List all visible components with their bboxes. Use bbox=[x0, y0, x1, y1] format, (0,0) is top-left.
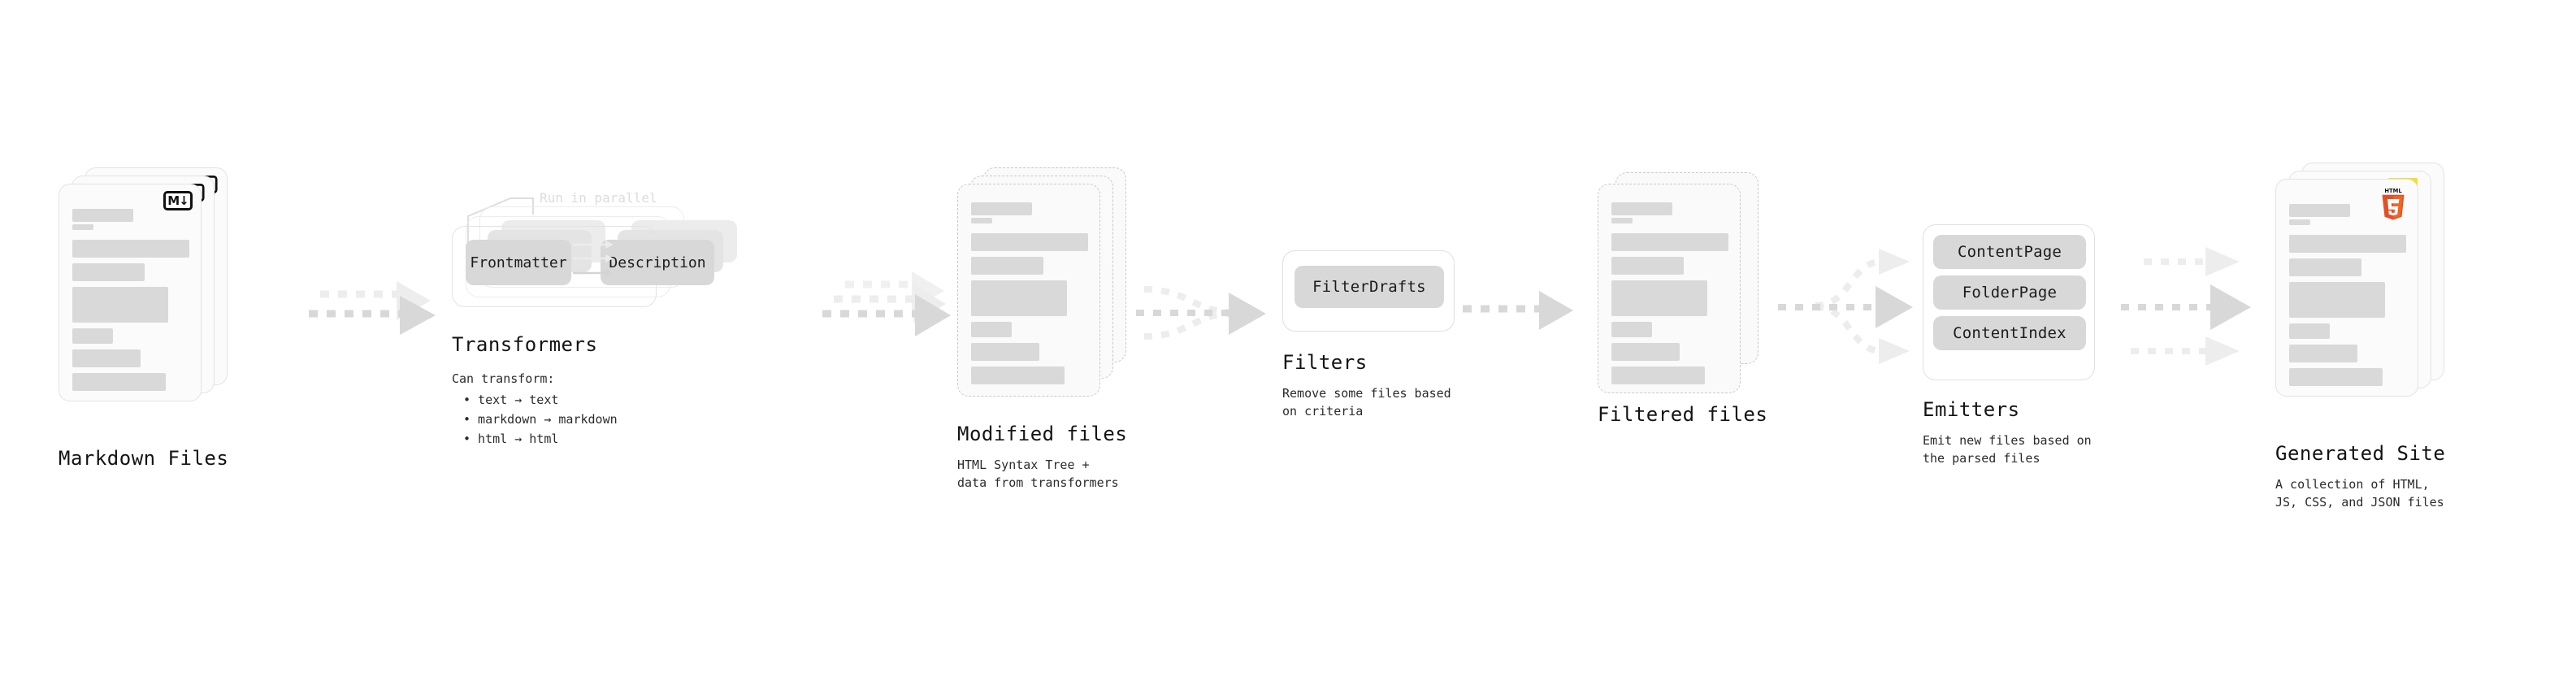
stage-filters: FilterDrafts Filters Remove some files b… bbox=[1282, 250, 1455, 421]
content-line bbox=[1611, 280, 1708, 316]
document-content-lines bbox=[971, 202, 1088, 390]
content-line bbox=[1611, 322, 1653, 337]
stage-subtitle: Emit new files based on the parsed files bbox=[1923, 433, 2092, 466]
content-line bbox=[2289, 368, 2383, 386]
content-line bbox=[2289, 323, 2331, 339]
markdown-icon: M↓ bbox=[163, 191, 193, 210]
document-card-front: M↓ bbox=[59, 184, 202, 401]
markdown-file-stack: M↓ M↓ M↓ bbox=[59, 167, 231, 427]
page-title: Markdown Files bbox=[59, 447, 229, 470]
svg-text:HTML: HTML bbox=[2384, 188, 2402, 194]
content-line bbox=[971, 343, 1039, 361]
transformer-chip-frontmatter[interactable]: Frontmatter bbox=[466, 240, 571, 285]
content-line bbox=[72, 209, 133, 222]
transformer-inner-arrows bbox=[573, 241, 614, 277]
stage-modified-files: Modified files HTML Syntax Tree + data f… bbox=[957, 167, 1130, 492]
content-line bbox=[1611, 343, 1680, 361]
stage-markdown-files: M↓ M↓ M↓ Markdown Files bbox=[59, 167, 231, 470]
stage-filtered-files: Filtered files bbox=[1598, 172, 1770, 426]
generated-site-stack: CSS HTML bbox=[2275, 163, 2448, 423]
content-line bbox=[1611, 202, 1672, 215]
content-line bbox=[971, 367, 1065, 384]
transform-bullet-list: • text → text • markdown → markdown • ht… bbox=[452, 390, 684, 449]
list-item: • text → text bbox=[463, 392, 559, 407]
content-line bbox=[1611, 218, 1633, 223]
content-line bbox=[72, 224, 93, 230]
page-title: Transformers bbox=[452, 333, 598, 356]
stage-generated-site: CSS HTML bbox=[2275, 163, 2448, 512]
document-content-lines bbox=[1611, 202, 1728, 390]
content-line bbox=[2289, 258, 2362, 276]
connector-filtered-to-emitters bbox=[1778, 249, 1913, 364]
transformer-chip-description[interactable]: Description bbox=[601, 240, 714, 285]
content-line bbox=[72, 287, 169, 323]
document-card-front bbox=[957, 184, 1100, 397]
content-line bbox=[1611, 367, 1706, 384]
content-line bbox=[72, 240, 189, 258]
content-line bbox=[72, 373, 167, 391]
page-title: Filters bbox=[1282, 351, 1368, 374]
content-line bbox=[72, 328, 114, 344]
stage-subtitle: A collection of HTML, JS, CSS, and JSON … bbox=[2275, 477, 2444, 510]
connector-filters-to-filtered bbox=[1463, 291, 1573, 330]
stage-subtitle: Can transform: bbox=[452, 371, 555, 386]
content-line bbox=[971, 322, 1013, 337]
emitter-chip-folderpage[interactable]: FolderPage bbox=[1933, 275, 2086, 310]
content-line bbox=[971, 218, 992, 223]
transformer-layer-stack: Frontmatter Description Frontmatter Desc… bbox=[452, 206, 737, 310]
list-item: • html → html bbox=[463, 432, 559, 447]
content-line bbox=[1611, 233, 1728, 251]
document-content-lines bbox=[2289, 204, 2406, 392]
page-title: Modified files bbox=[957, 423, 1128, 445]
stage-subtitle: Remove some files based on criteria bbox=[1282, 386, 1451, 419]
transformer-layer-front: Frontmatter Description bbox=[452, 226, 714, 307]
connector-transformers-to-modified bbox=[822, 271, 951, 336]
page-title: Filtered files bbox=[1598, 403, 1768, 426]
emitter-chip-contentpage[interactable]: ContentPage bbox=[1933, 235, 2086, 269]
content-line bbox=[2289, 204, 2350, 217]
parallel-note-label: Run in parallel bbox=[540, 190, 657, 206]
filtered-file-stack bbox=[1598, 172, 1770, 416]
stage-transformers: Run in parallel Frontmatter Description … bbox=[452, 190, 737, 449]
content-line bbox=[72, 263, 145, 281]
content-line bbox=[2289, 235, 2406, 253]
emitter-chip-contentindex[interactable]: ContentIndex bbox=[1933, 316, 2086, 350]
document-content-lines bbox=[72, 209, 189, 397]
emitters-box: ContentPage FolderPage ContentIndex bbox=[1923, 224, 2095, 380]
html5-icon: HTML bbox=[2379, 186, 2408, 222]
page-title: Emitters bbox=[1923, 398, 2020, 421]
content-line bbox=[72, 349, 141, 367]
document-card-front: HTML bbox=[2275, 179, 2418, 397]
filters-box: FilterDrafts bbox=[1282, 250, 1455, 332]
connector-md-to-transformers bbox=[309, 281, 436, 335]
filter-chip-filterdrafts[interactable]: FilterDrafts bbox=[1295, 266, 1444, 308]
document-card-front bbox=[1598, 184, 1741, 393]
content-line bbox=[2289, 282, 2386, 318]
modified-file-stack bbox=[957, 167, 1130, 411]
content-line bbox=[1611, 257, 1685, 275]
content-line bbox=[971, 280, 1068, 316]
content-line bbox=[971, 233, 1088, 251]
content-line bbox=[971, 257, 1044, 275]
list-item: • markdown → markdown bbox=[463, 412, 618, 427]
stage-subtitle: HTML Syntax Tree + data from transformer… bbox=[957, 458, 1119, 490]
content-line bbox=[2289, 345, 2357, 362]
page-title: Generated Site bbox=[2275, 442, 2446, 465]
connector-modified-to-filters bbox=[1136, 286, 1266, 340]
content-line bbox=[971, 202, 1032, 215]
stage-emitters: ContentPage FolderPage ContentIndex Emit… bbox=[1923, 224, 2095, 468]
connector-emitters-to-site bbox=[2121, 247, 2251, 366]
content-line bbox=[2289, 219, 2310, 225]
